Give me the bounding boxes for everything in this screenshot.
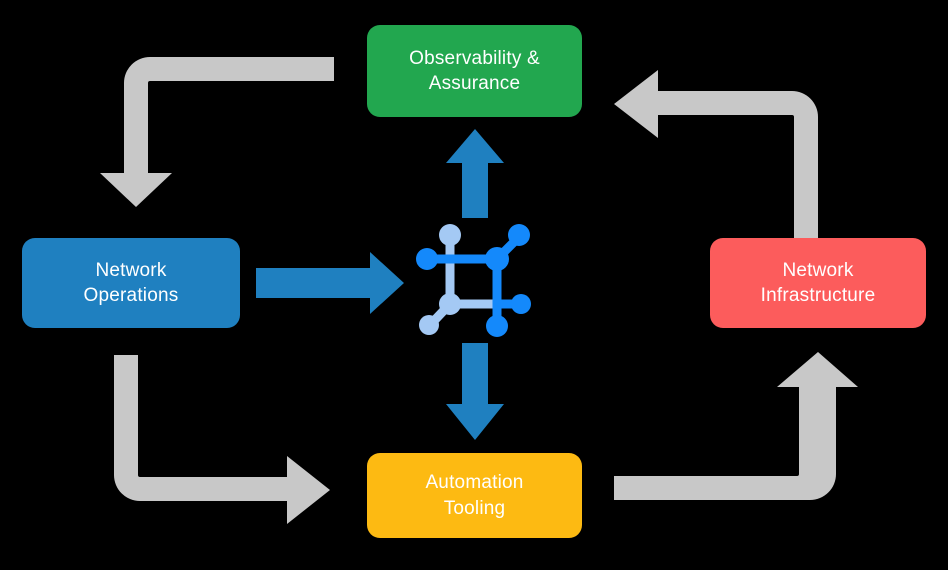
network-topology-icon [415, 218, 535, 338]
node-network-operations-label: Network Operations [83, 259, 179, 306]
connector-ops-to-automation [114, 355, 330, 524]
connector-center-to-automation [446, 343, 504, 440]
network-topology-icon-svg [416, 224, 531, 337]
topology-nodes-light [419, 224, 461, 335]
connector-ops-to-center [256, 252, 404, 314]
topology-edges-light [426, 233, 502, 329]
node-automation-tooling[interactable]: Automation Tooling [367, 453, 582, 538]
connector-center-to-observability [446, 129, 504, 218]
connector-observability-to-ops [100, 57, 334, 207]
connector-infrastructure-to-observability [614, 70, 818, 240]
node-network-operations[interactable]: Network Operations [22, 238, 240, 328]
node-network-infrastructure[interactable]: Network Infrastructure [710, 238, 926, 328]
node-automation-tooling-label: Automation Tooling [425, 472, 524, 519]
topology-nodes-dark [416, 224, 531, 337]
node-observability-assurance-label: Observability & Assurance [409, 47, 540, 94]
node-network-infrastructure-label: Network Infrastructure [760, 259, 876, 306]
node-observability-assurance[interactable]: Observability & Assurance [367, 25, 582, 117]
connector-automation-to-infrastructure [614, 352, 858, 500]
